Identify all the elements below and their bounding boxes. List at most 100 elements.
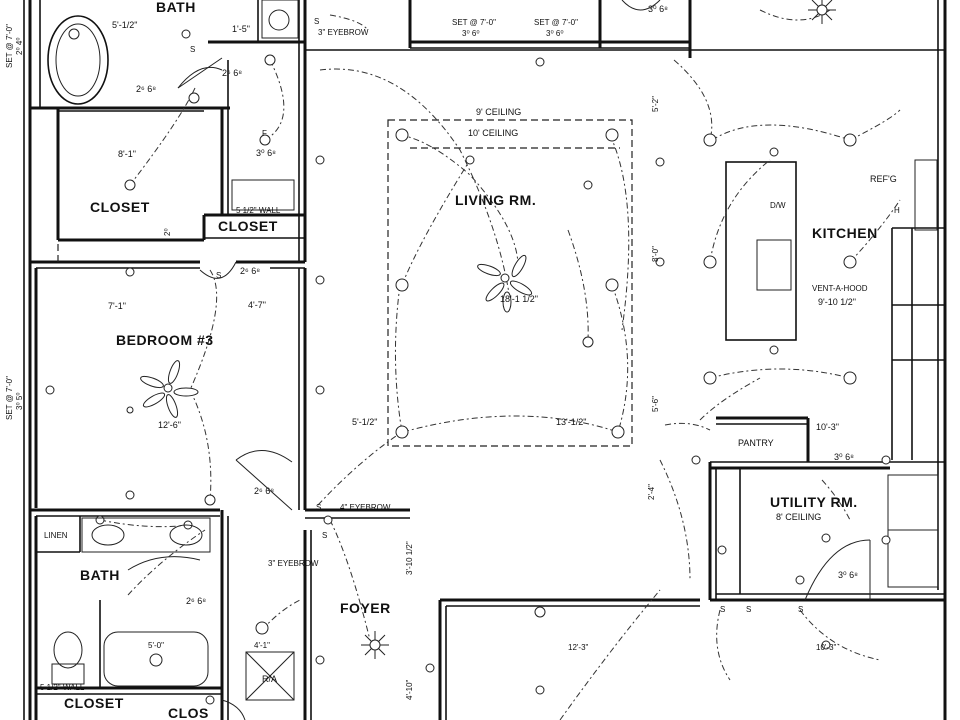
outlet-icon: [425, 663, 435, 673]
switch-symbol: S: [798, 605, 803, 614]
note-eyebrow-mid: 4" EYEBROW: [340, 503, 391, 512]
note-set-left-top-b: 2⁰ 4⁰: [15, 37, 24, 55]
outlet-icon: [795, 575, 805, 585]
ceiling-light-icon: [95, 515, 105, 525]
note-set-left-top: SET @ 7'-0": [5, 24, 14, 68]
recessed-light-icon: [843, 371, 857, 385]
dimension-label: 18'-1 1/2": [500, 294, 538, 304]
ceiling-light-icon: [68, 28, 80, 40]
recessed-light-icon: [465, 155, 475, 165]
vanity-icon: [81, 517, 211, 553]
dimension-label: 2⁶ 6⁸: [240, 266, 260, 276]
outlet-icon: [655, 257, 665, 267]
ceiling-light-icon: [535, 57, 545, 67]
note-wall-half-1: 5 1/2" WALL: [236, 206, 281, 215]
dimension-label: 2⁰: [163, 228, 172, 236]
outlet-icon: [315, 655, 325, 665]
switch-symbol: S: [720, 605, 725, 614]
recessed-light-icon: [583, 180, 593, 190]
note-10-ceiling: 10' CEILING: [468, 128, 518, 138]
outlet-icon: [315, 155, 325, 165]
dimensions: 5'-1/2" 1'-5" 2⁶ 6⁸ 2⁶ 6⁸ 8'-1" 2⁶ 6⁸ 4'…: [108, 4, 858, 700]
note-set-top-2: SET @ 7'-0": [534, 18, 578, 27]
switch-symbol: S: [322, 531, 327, 540]
light-fixtures: [45, 28, 891, 705]
note-vent-hood: VENT-A-HOOD: [812, 284, 868, 293]
dimension-label: 3⁰ 6⁸: [648, 4, 668, 14]
switch-symbols: S S S S S S S S F H: [190, 17, 900, 614]
dimension-label: 1'-5": [232, 24, 250, 34]
dimension-label: 5'-1/2": [112, 20, 137, 30]
recessed-light-icon: [611, 425, 625, 439]
outlet-icon: [125, 490, 135, 500]
ceiling-fan-icon: [477, 254, 533, 313]
plumbing: [47, 0, 299, 701]
note-refg: REF'G: [870, 174, 897, 184]
dimension-label: 2'-4": [647, 484, 656, 500]
ceiling-fan-icon: [140, 360, 199, 418]
dimension-label: 2⁶ 6⁸: [254, 486, 274, 496]
note-set-top-1: SET @ 7'-0": [452, 18, 496, 27]
room-label-clos: CLOS: [168, 705, 209, 720]
dimension-label: 5'-2": [651, 96, 660, 112]
ceiling-light-icon: [204, 494, 216, 506]
note-set-top-1b: 3⁰ 6⁰: [462, 29, 480, 38]
hood-symbol: H: [894, 206, 900, 215]
ceiling-outline: [57, 119, 633, 447]
dimension-label: 3⁰ 6⁸: [256, 148, 276, 158]
recessed-light-icon: [605, 278, 619, 292]
note-set-top-2b: 3⁰ 6⁰: [546, 29, 564, 38]
fan-symbol: F: [262, 129, 267, 138]
outlet-icon: [655, 157, 665, 167]
sink-icon: [261, 0, 299, 39]
ceiling-light-icon: [821, 533, 831, 543]
ceiling-light-icon: [124, 179, 136, 191]
toilet-icon: [231, 179, 295, 211]
note-eyebrow-top: 3" EYEBROW: [318, 28, 369, 37]
dimension-label: 10'-3": [816, 643, 837, 652]
room-label-utility: UTILITY RM.: [770, 494, 858, 510]
recessed-light-icon: [703, 371, 717, 385]
toilet-icon: [53, 631, 83, 669]
notes: 9' CEILING 10' CEILING 8' CEILING 3" EYE…: [5, 18, 897, 692]
room-label-linen: LINEN: [44, 531, 68, 540]
ceiling-light-icon: [769, 345, 779, 355]
outlet-icon: [691, 455, 701, 465]
dimension-label: 12'-6": [158, 420, 181, 430]
recessed-light-icon: [703, 133, 717, 147]
outlet-icon: [315, 385, 325, 395]
dimension-label: 9'-10 1/2": [818, 297, 856, 307]
outlet-icon: [717, 545, 727, 555]
room-label-bedroom: BEDROOM #3: [116, 332, 214, 348]
outlet-icon: [881, 535, 891, 545]
dimension-label: 4'-10": [405, 679, 414, 700]
outlet-icon: [125, 267, 135, 277]
return-air-icon: [245, 651, 295, 701]
dimension-label: 2⁶ 6⁸: [186, 596, 206, 606]
dimension-label: 13'-1/2": [556, 417, 586, 427]
room-label-foyer: FOYER: [340, 600, 391, 616]
recessed-light-icon: [395, 128, 409, 142]
dimension-label: 10'-3": [816, 422, 839, 432]
ceiling-light-icon: [821, 640, 831, 650]
ceiling-light-icon: [149, 653, 163, 667]
room-label-closet: CLOSET: [90, 199, 150, 215]
dimension-label: 5'-0": [148, 641, 164, 650]
ceiling-light-icon: [205, 695, 215, 705]
switch-symbol: S: [746, 605, 751, 614]
outlet-icon: [881, 455, 891, 465]
ceiling-light-icon: [323, 515, 333, 525]
note-9-ceiling: 9' CEILING: [476, 107, 521, 117]
ceiling-light-icon: [769, 147, 779, 157]
note-eyebrow-foyer: 3" EYEBROW: [268, 559, 319, 568]
room-label-closet-small: CLOSET: [218, 218, 278, 234]
wiring: [99, 9, 901, 720]
dimension-label: 2⁶ 6⁸: [222, 68, 242, 78]
ceiling-light-icon: [255, 621, 269, 635]
room-label-bath-bottom: BATH: [80, 567, 120, 583]
dimension-label: 3'-10 1/2": [405, 541, 414, 575]
dimension-label: 8'-1": [118, 149, 136, 159]
outlet-icon: [126, 406, 134, 414]
recessed-light-icon: [843, 255, 857, 269]
